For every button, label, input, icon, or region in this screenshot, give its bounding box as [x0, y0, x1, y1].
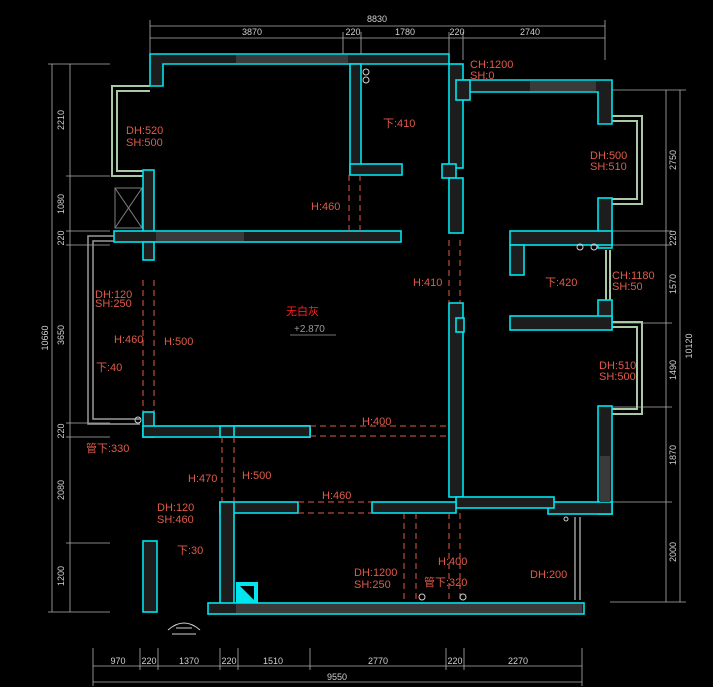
- left-total-dim: 10660: [40, 325, 50, 350]
- annot-sh-0: SH:0: [470, 70, 494, 82]
- right-total-dim: 10120: [684, 333, 694, 358]
- bottom-dim-5: 1510: [263, 656, 283, 666]
- annot-dh-500: DH:500: [590, 150, 627, 162]
- bottom-dimensions: [92, 648, 583, 686]
- bottom-dim-8: 2270: [508, 656, 528, 666]
- annot-ch-1200: CH:1200: [470, 59, 513, 71]
- annot-down-40: 下:40: [96, 362, 122, 374]
- level-mark: +2.870: [294, 324, 325, 335]
- annot-pipe-330: 管下:330: [86, 441, 129, 455]
- top-dimensions: [149, 20, 606, 60]
- annot-dh-510: DH:510: [599, 360, 636, 372]
- annot-sh-500-b: SH:500: [599, 371, 636, 383]
- balcony-rail: [87, 235, 581, 600]
- annot-sh-250: SH:250: [95, 298, 132, 310]
- top-total-dim: 8830: [367, 14, 387, 24]
- pipe-markers: [134, 68, 598, 601]
- dashed-lines: [142, 175, 461, 603]
- annot-sh-500-a: SH:500: [126, 137, 163, 149]
- left-dim-4: 3650: [56, 325, 66, 345]
- annot-h-500-a: H:500: [164, 336, 193, 348]
- right-dim-3: 1570: [668, 274, 678, 294]
- right-dimensions: [610, 89, 686, 603]
- left-dim-3: 220: [56, 230, 66, 245]
- bottom-dim-7: 220: [447, 656, 462, 666]
- shaft-cross: [114, 187, 143, 229]
- right-dim-1: 2750: [668, 150, 678, 170]
- right-dim-2: 220: [668, 230, 678, 245]
- annot-ch-1180: CH:1180: [612, 270, 655, 282]
- annot-h-460-b: H:460: [114, 334, 143, 346]
- left-dimensions: [48, 63, 110, 613]
- annot-h-460-c: H:460: [322, 490, 351, 502]
- door-swing-cut: [240, 586, 254, 600]
- annot-down-420: 下:420: [545, 277, 577, 289]
- top-dim-1: 3870: [242, 27, 262, 37]
- left-dim-1: 2210: [56, 110, 66, 130]
- annot-h-470: H:470: [188, 473, 217, 485]
- annot-dh-120-a: DH:120: [95, 289, 132, 301]
- bottom-dim-3: 1370: [179, 656, 199, 666]
- entrance-symbol: [167, 622, 201, 635]
- left-dim-6: 2080: [56, 480, 66, 500]
- annot-down-30: 下:30: [177, 545, 203, 557]
- annot-sh-460: SH:460: [157, 514, 194, 526]
- annot-h-500-b: H:500: [242, 470, 271, 482]
- room-label: 无白灰: [286, 304, 319, 318]
- top-dim-2: 220: [345, 27, 360, 37]
- top-dim-3: 1780: [395, 27, 415, 37]
- top-dim-5: 2740: [520, 27, 540, 37]
- annot-h-400-b: H:400: [438, 556, 467, 568]
- annot-sh-250-b: SH:250: [354, 579, 391, 591]
- top-dim-4: 220: [449, 27, 464, 37]
- annot-sh-50: SH:50: [612, 281, 643, 293]
- annot-h-460-a: H:460: [311, 201, 340, 213]
- bottom-dim-6: 2770: [368, 656, 388, 666]
- annot-h-410: H:410: [413, 277, 442, 289]
- right-dim-5: 1870: [668, 445, 678, 465]
- bottom-dim-4: 220: [221, 656, 236, 666]
- wall-accents: [156, 55, 610, 613]
- left-dim-5: 220: [56, 423, 66, 438]
- right-dim-6: 2000: [668, 542, 678, 562]
- bottom-total-dim: 9550: [327, 672, 347, 682]
- annot-dh-120-b: DH:120: [157, 502, 194, 514]
- annot-h-400-a: H:400: [362, 416, 391, 428]
- windows: [111, 85, 643, 415]
- annot-dh-520: DH:520: [126, 125, 163, 137]
- annot-sh-510: SH:510: [590, 161, 627, 173]
- annot-pipe-320: 管下:320: [424, 575, 467, 589]
- left-dim-7: 1200: [56, 566, 66, 586]
- annot-dh-200: DH:200: [530, 569, 567, 581]
- annot-down-410: 下:410: [383, 118, 415, 130]
- bottom-dim-2: 220: [141, 656, 156, 666]
- annot-dh-1200: DH:1200: [354, 567, 397, 579]
- left-dim-2: 1080: [56, 194, 66, 214]
- bottom-dim-1: 970: [110, 656, 125, 666]
- right-dim-4: 1490: [668, 360, 678, 380]
